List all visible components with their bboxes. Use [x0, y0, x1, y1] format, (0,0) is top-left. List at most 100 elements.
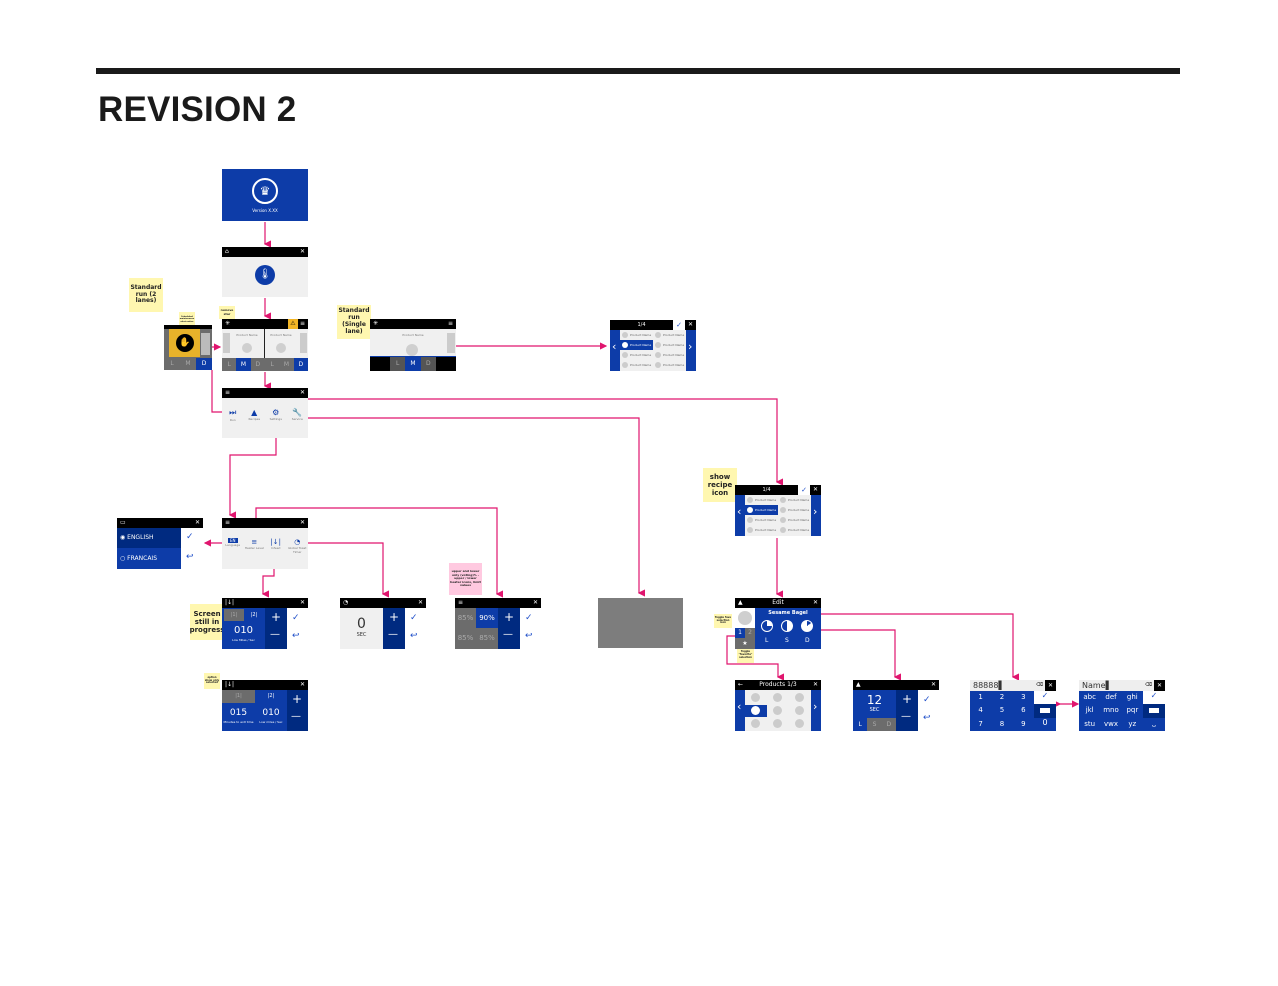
lane-2-level-d[interactable]: D: [293, 358, 308, 371]
close-icon[interactable]: ✕: [812, 599, 818, 606]
key-vwx[interactable]: vwx: [1103, 719, 1118, 728]
close-icon[interactable]: ✕: [930, 681, 936, 688]
warning-icon[interactable]: ⚠: [288, 319, 298, 329]
increment-button[interactable]: +: [389, 610, 400, 624]
tab-1[interactable]: |1|: [224, 609, 244, 621]
lane-1-adjust[interactable]: [223, 333, 230, 353]
next-page-button[interactable]: ›: [688, 340, 693, 353]
level-d[interactable]: D: [426, 360, 431, 367]
product-tile[interactable]: [751, 719, 760, 728]
key-0[interactable]: 0: [1042, 718, 1048, 727]
product-list-item[interactable]: Product Name: [653, 350, 686, 360]
lane-2-level-l[interactable]: L: [270, 361, 274, 368]
confirm-button[interactable]: ✓: [525, 613, 533, 623]
snowflake-icon[interactable]: ✳: [373, 320, 379, 327]
product-list-item[interactable]: Product Name: [620, 360, 653, 370]
settings-item-timer[interactable]: ◔Global Toast Timer: [288, 538, 307, 554]
close-icon[interactable]: ✕: [299, 519, 305, 526]
close-icon[interactable]: ✕: [299, 599, 305, 606]
close-button[interactable]: ✕: [810, 485, 821, 495]
close-icon[interactable]: ✕: [532, 599, 538, 606]
increment-button[interactable]: +: [902, 692, 913, 706]
product-list-item[interactable]: Product Name: [745, 505, 778, 515]
close-icon[interactable]: ✕: [812, 681, 818, 688]
product-list-item[interactable]: Product Name: [653, 330, 686, 340]
key-4[interactable]: 4: [978, 706, 983, 715]
level-l[interactable]: L: [170, 360, 174, 367]
lane-adjust[interactable]: [447, 333, 455, 353]
key-2[interactable]: 2: [999, 693, 1005, 701]
key-jkl[interactable]: jkl: [1085, 706, 1094, 715]
prev-page-button[interactable]: ‹: [737, 700, 742, 713]
level-d-dial[interactable]: [801, 620, 813, 632]
recipe-name[interactable]: Sesame Bagel: [768, 610, 808, 616]
product-list-item[interactable]: Product Name: [745, 525, 778, 535]
value-1[interactable]: 015: [229, 708, 248, 718]
menu-item-service[interactable]: 🔧Service: [287, 408, 309, 428]
confirm-button[interactable]: ✓: [923, 695, 931, 705]
back-button[interactable]: ↩: [292, 631, 300, 641]
key-def[interactable]: def: [1105, 693, 1117, 701]
key-1[interactable]: 1: [978, 693, 983, 701]
heater-value-2[interactable]: 90%: [476, 608, 498, 628]
language-option-english[interactable]: ◉ ENGLISH: [117, 528, 181, 548]
lane-2-level-m[interactable]: M: [283, 361, 290, 368]
home-icon[interactable]: ⌂: [225, 248, 229, 255]
star-icon[interactable]: ★: [735, 638, 755, 649]
product-list-item[interactable]: Product Name: [620, 340, 653, 350]
backspace-icon[interactable]: ⌫: [1036, 682, 1044, 688]
key-yz[interactable]: yz: [1128, 719, 1137, 728]
close-icon[interactable]: ✕: [194, 519, 200, 526]
product-list-item[interactable]: Product Name: [653, 340, 686, 350]
alert-panel[interactable]: ✋: [169, 329, 200, 357]
back-button[interactable]: ↩: [525, 631, 533, 641]
level-d[interactable]: D: [196, 358, 212, 370]
prev-page-button[interactable]: ‹: [612, 340, 617, 353]
back-button[interactable]: ↩: [186, 552, 194, 562]
mode-toggle-button[interactable]: [1143, 704, 1165, 718]
key-5[interactable]: 5: [999, 706, 1005, 715]
next-page-button[interactable]: ›: [813, 505, 818, 518]
level-d[interactable]: D: [881, 718, 896, 731]
recipe-image[interactable]: [738, 611, 752, 625]
product-list-item[interactable]: Product Name: [745, 495, 778, 505]
key-9[interactable]: 9: [1021, 719, 1026, 728]
menu-item-settings[interactable]: ⚙Settings: [265, 408, 287, 428]
numeric-input[interactable]: 88888▌: [973, 681, 1005, 690]
backspace-icon[interactable]: ⌫: [1145, 682, 1153, 688]
product-tile[interactable]: [795, 706, 804, 715]
tab-2[interactable]: |2|: [267, 693, 275, 699]
back-icon[interactable]: ←: [738, 681, 744, 688]
lane-adjust-button[interactable]: [201, 333, 210, 355]
menu-item-run[interactable]: ⏭Run: [222, 408, 244, 428]
product-list-item[interactable]: Product Name: [653, 360, 686, 370]
key-8[interactable]: 8: [999, 719, 1005, 728]
menu-item-recipes[interactable]: ▲Recipes: [244, 408, 266, 428]
text-input[interactable]: Name▌: [1082, 681, 1112, 690]
close-button[interactable]: ✕: [1154, 680, 1165, 691]
tab-2[interactable]: |2|: [250, 612, 258, 618]
lane-2-tab[interactable]: 2: [745, 628, 755, 638]
decrement-button[interactable]: —: [291, 711, 301, 722]
lane-1-level-m[interactable]: M: [236, 358, 251, 371]
increment-button[interactable]: +: [271, 610, 282, 624]
product-tile[interactable]: [773, 693, 782, 702]
close-icon[interactable]: ✕: [299, 681, 305, 688]
key-abc[interactable]: abc: [1083, 693, 1096, 701]
key-pqr[interactable]: pqr: [1126, 706, 1139, 715]
level-l-dial[interactable]: [761, 620, 773, 632]
value-2[interactable]: 010: [262, 708, 280, 718]
decrement-button[interactable]: —: [388, 629, 398, 640]
confirm-button[interactable]: ✓: [673, 320, 685, 330]
mode-toggle-button[interactable]: [1034, 704, 1056, 718]
product-list-item[interactable]: Product Name: [620, 350, 653, 360]
heater-value-3[interactable]: 85%: [457, 634, 474, 642]
product-list-item[interactable]: Product Name: [778, 515, 811, 525]
product-list-item[interactable]: Product Name: [745, 515, 778, 525]
increment-button[interactable]: +: [504, 610, 515, 624]
product-list-item[interactable]: Product Name: [620, 330, 653, 340]
close-button[interactable]: ✕: [1045, 680, 1056, 691]
product-tile[interactable]: [773, 719, 782, 728]
level-l[interactable]: L: [395, 360, 400, 367]
